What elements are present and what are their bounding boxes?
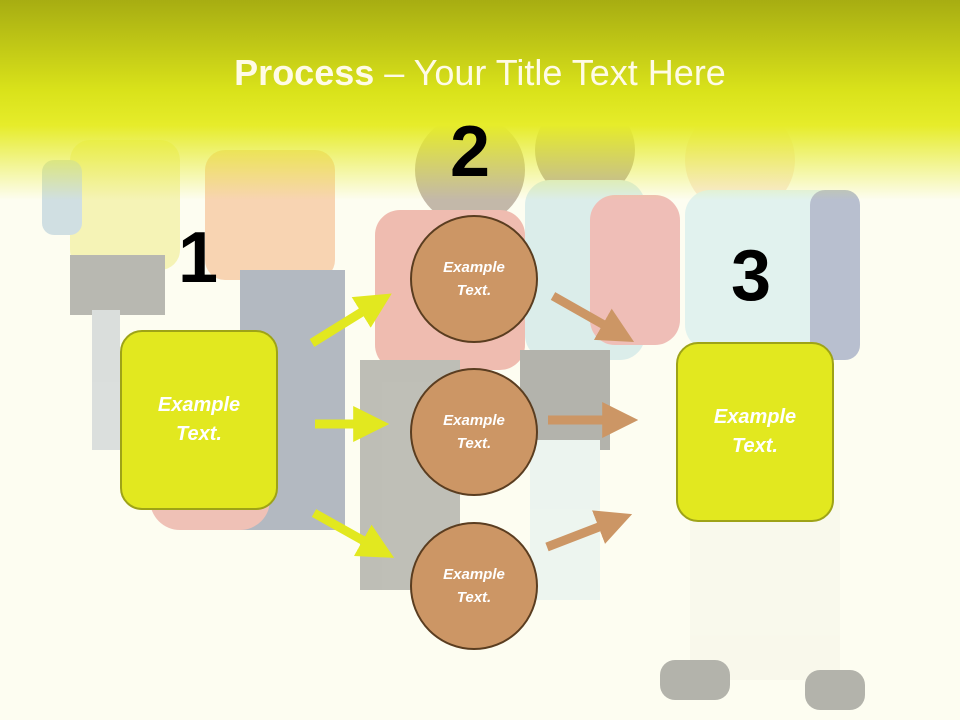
title-bold: Process	[234, 52, 375, 93]
circle-top: Example Text.	[410, 215, 538, 343]
step-1-box: Example Text.	[120, 330, 278, 510]
step-number-2: 2	[450, 112, 491, 192]
circle-top-text: Example Text.	[443, 259, 505, 299]
circle-middle-text: Example Text.	[443, 412, 505, 452]
arrow-from-circle-bottom	[545, 510, 633, 552]
step-3-box: Example Text.	[676, 342, 834, 522]
step-3-text: Example Text.	[713, 406, 797, 457]
title-rest: – Your Title Text Here	[374, 52, 726, 93]
circle-bottom-text: Example Text.	[443, 566, 505, 606]
circle-bottom: Example Text.	[410, 522, 538, 650]
title-banner	[0, 0, 960, 200]
step-number-1: 1	[178, 218, 219, 298]
step-1-text: Example Text.	[157, 394, 241, 445]
step-number-3: 3	[731, 236, 772, 316]
slide-title: Process – Your Title Text Here	[0, 52, 960, 94]
circle-middle: Example Text.	[410, 368, 538, 496]
arrow-to-circle-top	[309, 293, 392, 347]
arrow-from-circle-top	[550, 292, 635, 342]
arrow-to-circle-bottom	[311, 509, 395, 558]
